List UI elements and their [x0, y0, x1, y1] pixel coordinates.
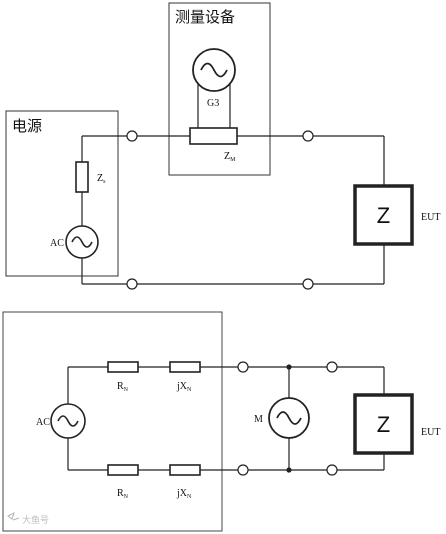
sine-wave-icon	[200, 62, 228, 78]
watermark-text: 大鱼号	[22, 514, 49, 526]
watermark-logo-icon	[7, 512, 20, 521]
measuring-device-box	[168, 2, 271, 176]
top-circuit	[5, 2, 414, 290]
watermark: 大鱼号	[7, 512, 49, 526]
eut-impedance-box	[353, 393, 414, 455]
eut-label: EUT	[421, 212, 440, 223]
junction-dot	[286, 467, 292, 473]
power-source-box	[5, 110, 119, 277]
source-impedance-resistor	[75, 161, 89, 193]
lower-reactance-label: jXN	[176, 488, 192, 500]
eut-impedance-box	[353, 184, 414, 246]
upper-reactance	[169, 361, 201, 373]
terminal	[302, 130, 314, 142]
eut-label: EUT	[421, 427, 440, 438]
lower-resistor	[107, 464, 139, 476]
sine-wave-icon	[57, 415, 79, 427]
sine-wave-icon	[276, 411, 302, 425]
source-label: AC	[50, 238, 64, 249]
terminal	[326, 464, 338, 476]
source-impedance-label: Zs	[97, 173, 106, 185]
generator-label: G3	[207, 98, 219, 109]
upper-resistor-label: RN	[117, 381, 129, 393]
source-label: AC	[36, 417, 50, 428]
upper-resistor	[107, 361, 139, 373]
terminal	[326, 361, 338, 373]
measuring-device-title: 测量设备	[175, 8, 235, 26]
terminal	[126, 278, 138, 290]
terminal	[237, 464, 249, 476]
lower-resistor-label: RN	[117, 488, 129, 500]
terminal	[126, 130, 138, 142]
meter-label: M	[254, 414, 263, 425]
terminal	[302, 278, 314, 290]
ac-source-symbol	[65, 225, 99, 259]
network-frame	[2, 311, 223, 532]
sine-wave-icon	[71, 236, 93, 248]
bottom-circuit	[2, 311, 414, 532]
meter-impedance-resistor	[189, 127, 238, 145]
eut-box-label: Z	[377, 203, 390, 228]
lower-reactance	[169, 464, 201, 476]
junction-dot	[286, 364, 292, 370]
terminal	[237, 361, 249, 373]
power-source-title: 电源	[12, 117, 42, 135]
meter-impedance-label: ZM	[224, 151, 236, 163]
eut-box-label: Z	[377, 412, 390, 437]
upper-reactance-label: jXN	[176, 381, 192, 393]
